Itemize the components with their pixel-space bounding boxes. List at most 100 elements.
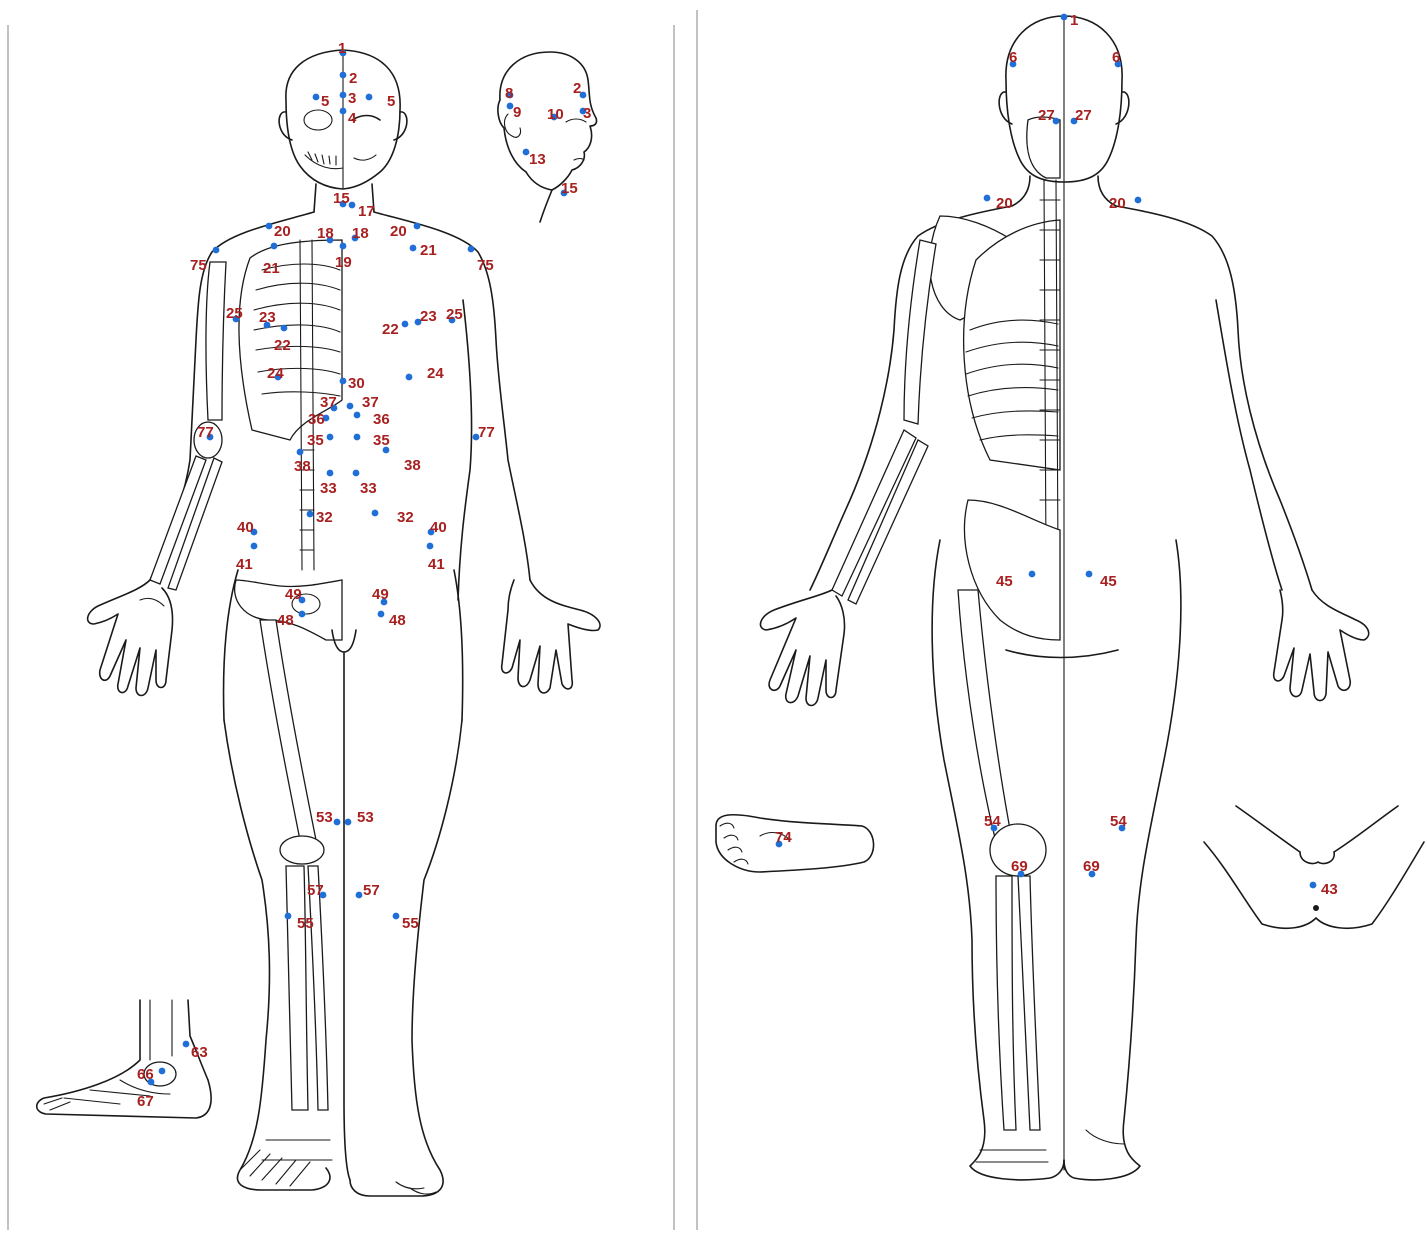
acupoint-label: 37 — [362, 394, 379, 411]
acupoint-label: 27 — [1075, 107, 1092, 124]
acupoint-label: 10 — [547, 106, 564, 123]
acupoint-dot — [366, 94, 373, 101]
acupoint-label: 75 — [477, 257, 494, 274]
sole-inset — [716, 815, 874, 872]
acupoint-label: 24 — [427, 365, 444, 382]
acupoint-label: 53 — [316, 809, 333, 826]
acupoint-dot — [356, 892, 363, 899]
acupoint-dot — [1310, 882, 1317, 889]
acupoint-label: 40 — [237, 519, 254, 536]
acupoint-label: 21 — [263, 260, 280, 277]
acupoint-dot — [349, 202, 356, 209]
acupoint-label: 18 — [352, 225, 369, 242]
acupoint-label: 35 — [373, 432, 390, 449]
acupoint-dot — [313, 94, 320, 101]
acupoint-label: 21 — [420, 242, 437, 259]
acupoint-label: 19 — [335, 254, 352, 271]
acupoint-dot — [148, 1079, 155, 1086]
acupoint-label: 57 — [363, 882, 380, 899]
acupoint-dot — [340, 243, 347, 250]
acupoint-label: 49 — [372, 586, 389, 603]
acupoint-label: 53 — [357, 809, 374, 826]
acupoint-label: 30 — [348, 375, 365, 392]
acupoint-label: 27 — [1038, 107, 1055, 124]
acupoint-label: 18 — [317, 225, 334, 242]
acupoint-dot — [1029, 571, 1036, 578]
acupoint-label: 55 — [297, 915, 314, 932]
ankle-foot-inset — [37, 1000, 211, 1118]
acupoint-dot — [334, 819, 341, 826]
acupoint-label: 25 — [226, 305, 243, 322]
acupoint-label: 38 — [404, 457, 421, 474]
acupoint-label: 5 — [321, 93, 329, 110]
acupoint-dot — [327, 434, 334, 441]
acupoint-dot — [251, 543, 258, 550]
acupoint-label: 33 — [360, 480, 377, 497]
acupoint-dot — [340, 378, 347, 385]
acupoint-dot — [159, 1068, 166, 1075]
acupoint-label: 22 — [274, 337, 291, 354]
acupoint-label: 20 — [1109, 195, 1126, 212]
acupoint-label: 36 — [308, 411, 325, 428]
acupoint-label: 20 — [390, 223, 407, 240]
acupoint-label: 43 — [1321, 881, 1338, 898]
acupoint-label: 41 — [236, 556, 253, 573]
acupoint-dot — [281, 325, 288, 332]
acupoint-dot — [297, 449, 304, 456]
acupoint-label: 22 — [382, 321, 399, 338]
acupoint-label: 36 — [373, 411, 390, 428]
acupoint-label: 2 — [349, 70, 357, 87]
acupoint-label: 75 — [190, 257, 207, 274]
acupoint-label: 69 — [1083, 858, 1100, 875]
acupoint-dot — [378, 611, 385, 618]
acupoint-dot — [299, 611, 306, 618]
acupoint-label: 33 — [320, 480, 337, 497]
acupoint-label: 57 — [307, 882, 324, 899]
acupoint-label: 8 — [505, 85, 513, 102]
acupoint-dot — [340, 72, 347, 79]
acupoint-label: 40 — [430, 519, 447, 536]
acupoint-label: 37 — [320, 394, 337, 411]
acupoint-label: 6 — [1009, 49, 1017, 66]
acupoint-label: 69 — [1011, 858, 1028, 875]
acupoint-dot — [1086, 571, 1093, 578]
acupoint-dot — [271, 243, 278, 250]
acupoint-dot — [307, 511, 314, 518]
acupoint-dot — [347, 403, 354, 410]
acupoint-dot — [383, 447, 390, 454]
acupoint-label: 55 — [402, 915, 419, 932]
acupoint-label: 17 — [358, 203, 375, 220]
acupoint-label: 77 — [478, 424, 495, 441]
acupoint-dot — [984, 195, 991, 202]
back-figure — [760, 16, 1368, 1180]
acupoint-label: 3 — [583, 105, 591, 122]
acupoint-label: 6 — [1112, 49, 1120, 66]
acupoint-label: 15 — [561, 180, 578, 197]
acupoint-label: 9 — [513, 104, 521, 121]
acupoint-dot — [410, 245, 417, 252]
acupoint-label: 48 — [389, 612, 406, 629]
acupoint-dot — [266, 223, 273, 230]
acupoint-dot — [414, 223, 421, 230]
acupoint-label: 24 — [267, 365, 284, 382]
acupoint-dot — [183, 1041, 190, 1048]
acupoint-dot — [1135, 197, 1142, 204]
acupoint-label: 74 — [775, 829, 792, 846]
acupoint-label: 1 — [338, 40, 346, 57]
acupoint-dot — [213, 247, 220, 254]
acupoint-dot — [345, 819, 352, 826]
acupoint-dot — [340, 92, 347, 99]
acupoint-label: 67 — [137, 1093, 154, 1110]
acupoint-dot — [1061, 14, 1068, 21]
acupoint-dot — [406, 374, 413, 381]
acupoint-label: 45 — [1100, 573, 1117, 590]
acupoint-label: 15 — [333, 190, 350, 207]
acupoint-label: 32 — [316, 509, 333, 526]
acupoint-dot — [393, 913, 400, 920]
acupoint-dot — [354, 434, 361, 441]
acupoint-dot — [285, 913, 292, 920]
acupoint-dot — [353, 470, 360, 477]
acupoint-label: 41 — [428, 556, 445, 573]
acupoint-dot — [372, 510, 379, 517]
